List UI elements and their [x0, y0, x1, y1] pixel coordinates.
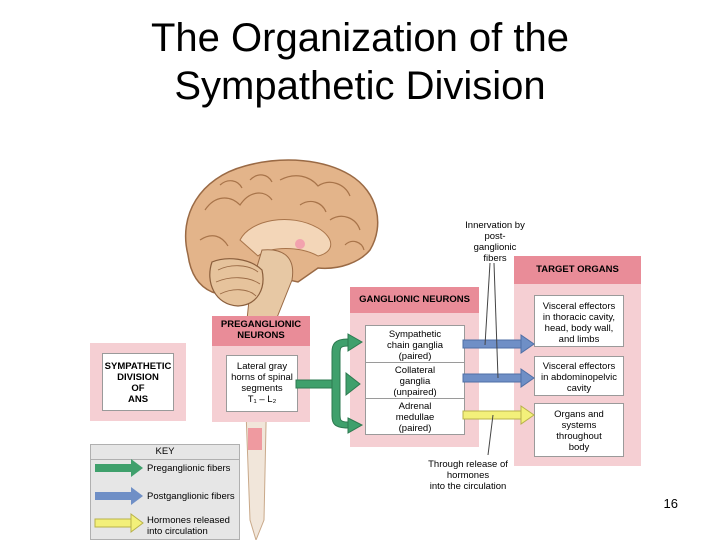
- key-preganglionic-label: Preganglionic fibers: [147, 463, 231, 474]
- target-organs-heading: TARGET ORGANS: [514, 256, 641, 284]
- postganglionic-arrows: [462, 334, 535, 388]
- hormone-arrow: [462, 405, 535, 425]
- key-postganglionic-swatch: [95, 487, 143, 505]
- ganglionic-neurons-heading: GANGLIONIC NEURONS: [350, 287, 479, 313]
- slide-title: The Organization of the Sympathetic Divi…: [0, 14, 720, 110]
- key-hormone-swatch: [94, 513, 144, 533]
- hormone-release-label: Through release of hormones into the cir…: [428, 459, 508, 492]
- preganglionic-arrows: [295, 333, 364, 434]
- key-heading: KEY: [91, 445, 239, 460]
- preganglionic-heading: PREGANGLIONIC NEURONS: [212, 316, 310, 346]
- innervation-label: Innervation by post- ganglionic fibers: [465, 220, 525, 264]
- title-line-2: Sympathetic Division: [174, 64, 546, 108]
- title-line-1: The Organization of the: [150, 16, 570, 60]
- key-preganglionic-swatch: [95, 459, 143, 477]
- key-postganglionic-label: Postganglionic fibers: [147, 491, 235, 502]
- key-panel: KEY Preganglionic fibers Postganglionic …: [90, 444, 240, 540]
- page-number: 16: [663, 496, 678, 511]
